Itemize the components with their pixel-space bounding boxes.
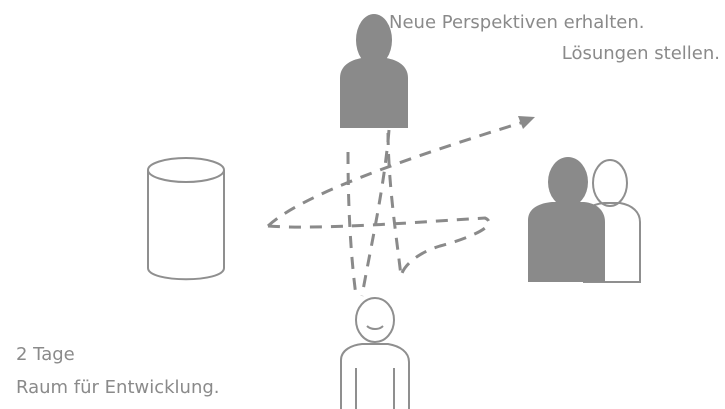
two-people-icon	[528, 157, 641, 283]
person-filled-icon	[340, 14, 408, 128]
dashed-paths	[266, 116, 535, 297]
duration-label: 2 Tage	[16, 344, 75, 365]
arrow-head	[518, 116, 535, 129]
dashed-arrow-icon	[266, 118, 531, 228]
person-outline-icon	[340, 297, 410, 409]
cylinder-icon	[147, 157, 225, 281]
headline-solutions: Lösungen stellen.	[561, 43, 720, 64]
space-label: Raum für Entwicklung.	[16, 377, 220, 398]
dashed-vertical-right	[360, 129, 391, 297]
headline-perspectives: Neue Perspektiven erhalten.	[389, 12, 645, 33]
dashed-vertical-left	[346, 151, 358, 297]
